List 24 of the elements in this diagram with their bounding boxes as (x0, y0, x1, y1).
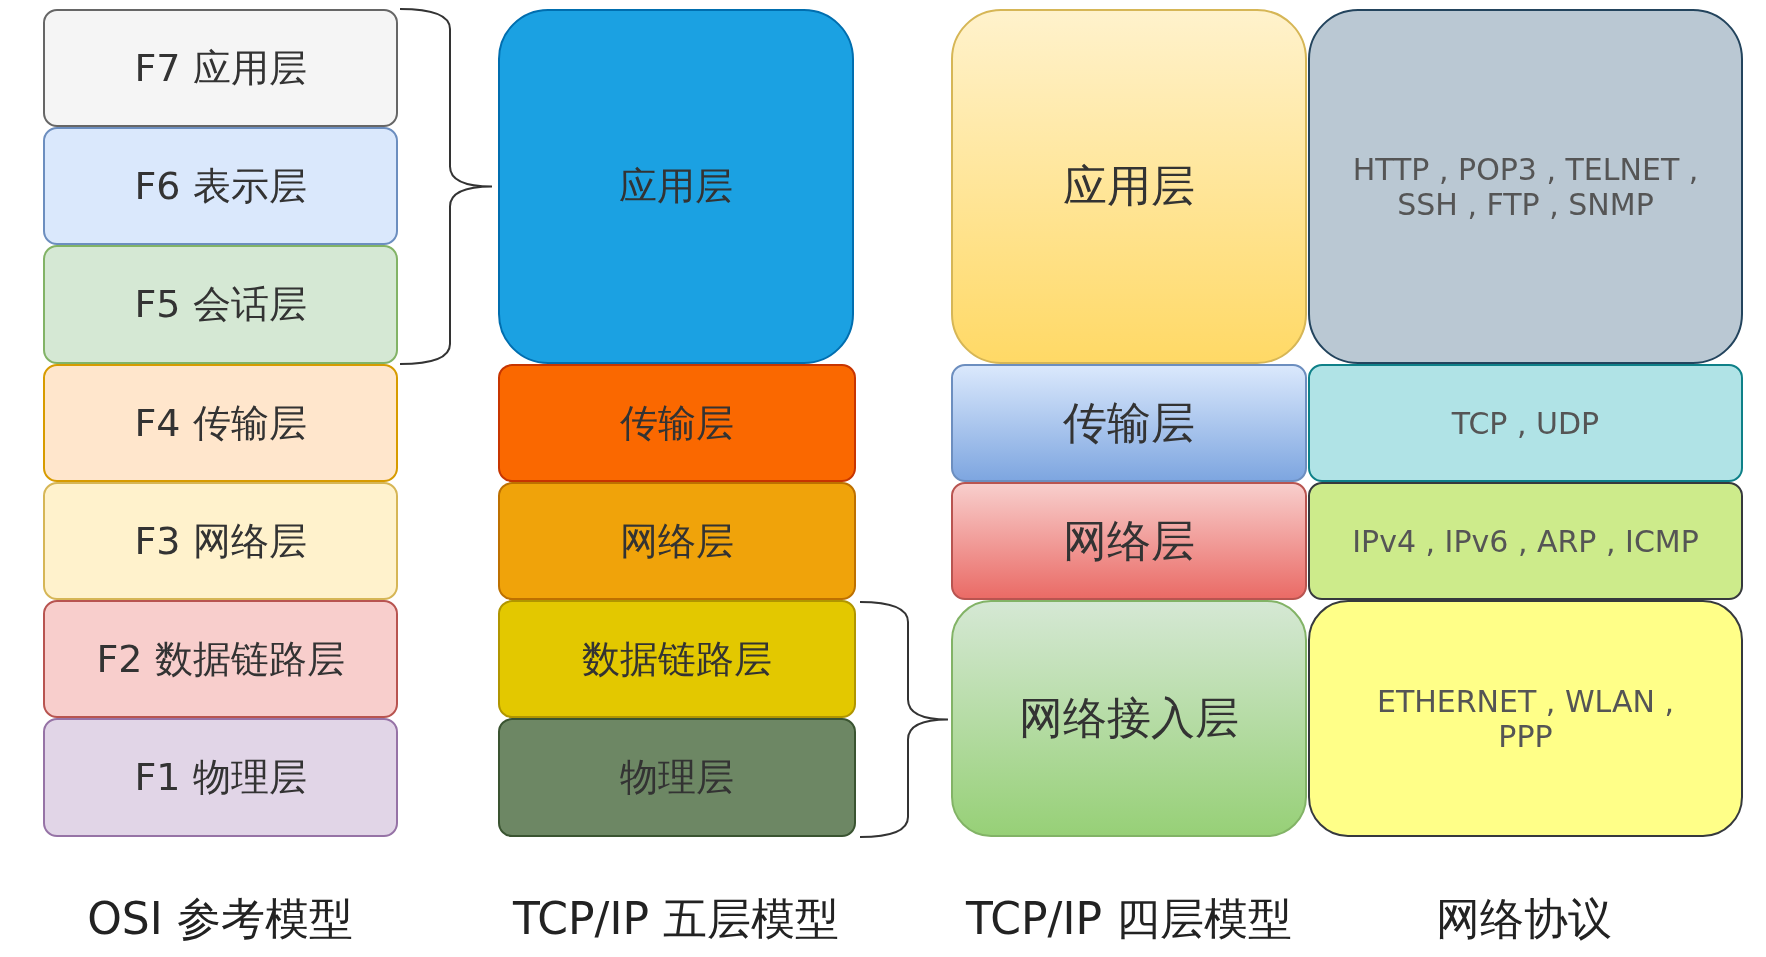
layer-box: 网络层 (951, 482, 1307, 600)
layer-box: F7 应用层 (43, 9, 398, 127)
layer-box: 传输层 (951, 364, 1307, 482)
column-label: TCP/IP 四层模型 (966, 892, 1292, 946)
layer-box: F6 表示层 (43, 127, 398, 245)
layer-box: 应用层 (951, 9, 1307, 364)
layer-box: 数据链路层 (498, 600, 856, 718)
layer-box: 传输层 (498, 364, 856, 482)
layer-box: 应用层 (498, 9, 854, 364)
layer-box: F1 物理层 (43, 718, 398, 837)
protocol-box: IPv4 , IPv6 , ARP , ICMP (1308, 482, 1743, 600)
protocol-box: TCP , UDP (1308, 364, 1743, 482)
layer-box: F5 会话层 (43, 245, 398, 364)
layer-box: 网络层 (498, 482, 856, 600)
column-label: OSI 参考模型 (87, 892, 353, 946)
layer-box: F4 传输层 (43, 364, 398, 482)
column-label: TCP/IP 五层模型 (513, 892, 839, 946)
protocol-box: ETHERNET , WLAN , PPP (1308, 600, 1743, 837)
layer-box: F3 网络层 (43, 482, 398, 600)
column-label: 网络协议 (1436, 892, 1612, 946)
layer-box: 网络接入层 (951, 600, 1307, 837)
layer-box: 物理层 (498, 718, 856, 837)
protocol-box: HTTP , POP3 , TELNET , SSH , FTP , SNMP (1308, 9, 1743, 364)
layer-box: F2 数据链路层 (43, 600, 398, 718)
